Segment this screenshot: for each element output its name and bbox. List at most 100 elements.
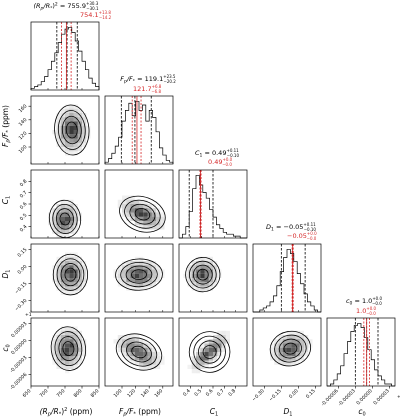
density-cell	[65, 352, 70, 357]
density-cell	[82, 134, 87, 139]
contour-line	[269, 330, 312, 367]
density-cell	[278, 339, 283, 344]
density-cell	[52, 278, 57, 283]
density-cell	[52, 339, 57, 344]
density-cell	[130, 212, 135, 217]
contour-line	[188, 331, 231, 373]
density-cell	[134, 269, 139, 274]
density-cell	[52, 273, 57, 278]
density-cell	[56, 335, 61, 340]
density-cell	[65, 265, 70, 270]
density-cell	[56, 286, 61, 291]
density-cell	[191, 265, 196, 270]
contour-line	[119, 195, 166, 233]
x-tick-label: 140	[140, 388, 151, 399]
density-cell	[65, 204, 70, 209]
density-cell	[77, 147, 82, 152]
y-axis-c1: 0.40.50.60.70.8	[19, 179, 31, 233]
density-cell	[291, 339, 296, 344]
density-cell	[151, 352, 156, 357]
density-cell	[225, 335, 230, 340]
density-cell	[77, 216, 82, 221]
density-cell	[130, 286, 135, 291]
density-cell	[65, 356, 70, 361]
density-cell	[287, 330, 292, 335]
density-cell	[295, 347, 300, 352]
density-cell	[60, 204, 65, 209]
density-cell	[291, 330, 296, 335]
density-cell	[73, 252, 78, 257]
density-cell	[117, 204, 122, 209]
density-cell	[73, 104, 78, 109]
density-cell	[213, 273, 218, 278]
density-cell	[73, 125, 78, 130]
density-cell	[77, 352, 82, 357]
density-cell	[200, 343, 205, 348]
density-cell	[122, 347, 127, 352]
density-cell	[139, 286, 144, 291]
density-cell	[274, 343, 279, 348]
density-cell	[139, 278, 144, 283]
density-cell	[274, 356, 279, 361]
density-cell	[69, 142, 74, 147]
density-cell	[208, 265, 213, 270]
density-cell	[69, 204, 74, 209]
y-tick-label: 100	[18, 144, 29, 155]
x-tick-label: 750	[56, 388, 67, 399]
density-cell	[65, 108, 70, 113]
density-cell	[65, 125, 70, 130]
y-tick-label: −0.30	[14, 298, 29, 313]
density-cell	[139, 360, 144, 365]
density-cell	[52, 216, 57, 221]
density-cell	[82, 138, 87, 143]
density-cell	[208, 360, 213, 365]
density-cell	[77, 286, 82, 291]
density-cell	[221, 343, 226, 348]
density-cell	[143, 343, 148, 348]
density-cell	[130, 199, 135, 204]
density-cell	[56, 278, 61, 283]
density-cell	[82, 343, 87, 348]
y-tick-label: 0.8	[19, 179, 29, 189]
x-tick-label: 0.7	[216, 388, 226, 398]
density-cell	[151, 273, 156, 278]
density-cell	[196, 278, 201, 283]
density-cell	[65, 286, 70, 291]
density-cell	[134, 282, 139, 287]
density-cell	[270, 356, 275, 361]
density-cell	[191, 360, 196, 365]
density-cell	[213, 339, 218, 344]
density-cell	[60, 208, 65, 213]
density-cell	[134, 261, 139, 266]
density-cell	[126, 356, 131, 361]
density-cell	[69, 216, 74, 221]
density-cell	[65, 216, 70, 221]
density-cell	[156, 352, 161, 357]
title-fp: Fp/F* = 119.1+23.5−20.2	[120, 74, 176, 85]
density-cell	[156, 278, 161, 283]
density-cell	[60, 360, 65, 365]
contour-line	[198, 340, 222, 364]
density-cell	[204, 269, 209, 274]
contour-line	[131, 345, 147, 359]
contour-line	[278, 338, 302, 359]
density-cell	[139, 212, 144, 217]
density-cell	[225, 330, 230, 335]
density-cell	[295, 356, 300, 361]
density-cell	[204, 261, 209, 266]
density-cell	[274, 347, 279, 352]
contour-line	[126, 341, 152, 363]
density-cell	[52, 225, 57, 230]
density-panel-d1-c0	[252, 317, 322, 387]
y-tick-label: 160	[18, 103, 29, 114]
density-cell	[56, 339, 61, 344]
density-cell	[151, 204, 156, 209]
density-cell	[191, 273, 196, 278]
hist-frame-d1	[252, 243, 322, 313]
density-cell	[126, 212, 131, 217]
density-cell	[82, 269, 87, 274]
density-cell	[65, 369, 70, 374]
density-cell	[187, 265, 192, 270]
